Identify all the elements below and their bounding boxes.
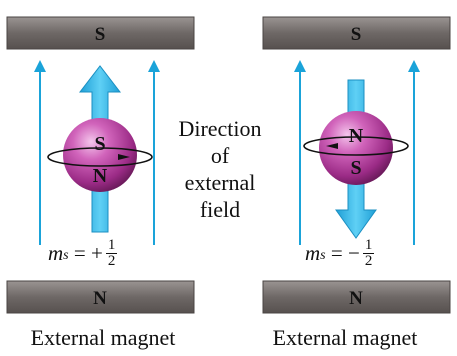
left-bottom-magnet-label: N [93, 288, 107, 309]
right-ms-fraction-den: 2 [364, 253, 373, 269]
left-panel: S S N N [6, 16, 195, 314]
right-panel: S N S N [262, 16, 451, 314]
right-bottom-magnet: N [262, 280, 451, 314]
left-ms-subscript: s [63, 247, 69, 263]
left-top-magnet-label: S [95, 24, 106, 45]
right-orbit-arrow-icon [326, 143, 338, 149]
right-ms-subscript: s [320, 247, 326, 263]
left-ms-fraction: 1 2 [105, 237, 118, 269]
field-direction-label: Direction of external field [160, 115, 280, 223]
left-spin-bottom-letter: N [93, 165, 108, 187]
left-ms-fraction-num: 1 [105, 237, 118, 254]
right-caption: External magnet [272, 325, 418, 350]
right-ms-symbol: m [305, 241, 321, 265]
left-ms-fraction-den: 2 [107, 253, 116, 269]
right-spin-orbit [303, 136, 409, 156]
left-orbit-arrow-icon [118, 154, 130, 160]
right-ms-relation: = − [325, 241, 360, 265]
right-top-magnet: S [262, 16, 451, 50]
right-ms-fraction: 1 2 [362, 237, 375, 269]
right-top-magnet-label: S [351, 24, 362, 45]
right-bottom-magnet-label: N [349, 288, 363, 309]
left-spin-orbit [47, 147, 153, 167]
left-ms-relation: = + [68, 241, 103, 265]
left-bottom-magnet: N [6, 280, 195, 314]
field-direction-line-2: of [210, 143, 230, 168]
left-top-magnet: S [6, 16, 195, 50]
right-ms-fraction-num: 1 [362, 237, 375, 254]
left-ms-symbol: m [48, 241, 64, 265]
right-spin-bottom-letter: S [350, 157, 361, 179]
field-direction-line-1: Direction [178, 116, 262, 141]
left-spin-sphere [63, 118, 137, 192]
left-spin-top-letter: S [94, 133, 105, 155]
right-spin-top-letter: N [349, 125, 364, 147]
left-caption: External magnet [30, 325, 176, 350]
right-spin-sphere [319, 111, 393, 185]
field-direction-line-3: external [184, 170, 256, 195]
field-direction-line-4: field [199, 197, 241, 222]
